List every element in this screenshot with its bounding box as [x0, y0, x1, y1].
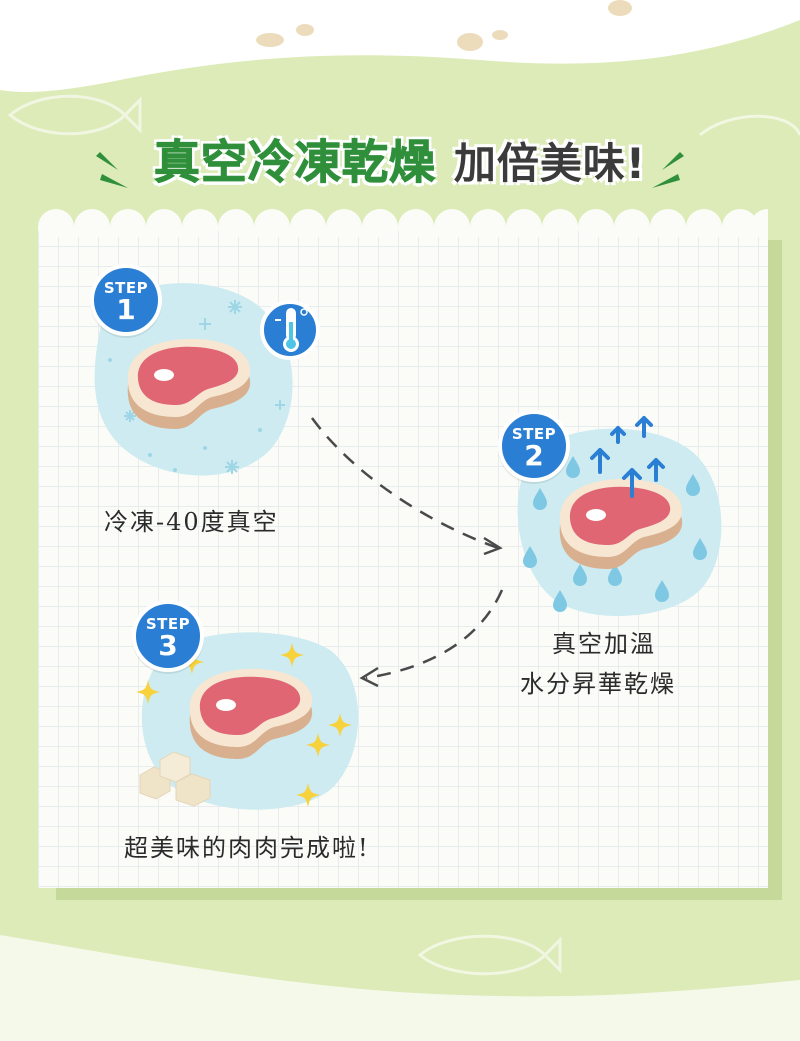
step-2-caption-line1: 真空加溫 — [552, 630, 656, 658]
freeze-dried-cubes — [139, 751, 211, 807]
step-1-number: 1 — [116, 293, 136, 326]
card-scalloped-edge — [38, 209, 768, 237]
title-sub: 加倍美味! — [453, 139, 647, 188]
snowflake-icon — [124, 300, 285, 474]
step-3-number: 3 — [158, 629, 178, 662]
right-accent-marks-icon — [652, 152, 684, 188]
step-3-word: STEP — [145, 615, 191, 633]
fish-icon — [7, 94, 800, 976]
thermometer-icon — [260, 300, 320, 360]
step-2-badge: STEP 2 — [498, 410, 570, 482]
step-2-caption-line2: 水分昇華乾燥 — [520, 670, 676, 698]
step-3-caption: 超美味的肉肉完成啦! — [124, 834, 370, 862]
title-banner: 真空冷凍乾燥 加倍美味! — [0, 124, 800, 194]
left-accent-marks-icon — [96, 152, 128, 188]
title-main: 真空冷凍乾燥 — [153, 135, 436, 190]
step-1-badge: STEP 1 — [90, 264, 162, 336]
arrow-up-icon — [590, 416, 665, 498]
step-1-word: STEP — [103, 279, 149, 297]
step-1-caption: 冷凍-40度真空 — [104, 508, 279, 536]
step-2-word: STEP — [511, 425, 557, 443]
step-3-badge: STEP 3 — [132, 600, 204, 672]
step-2-number: 2 — [524, 439, 544, 472]
